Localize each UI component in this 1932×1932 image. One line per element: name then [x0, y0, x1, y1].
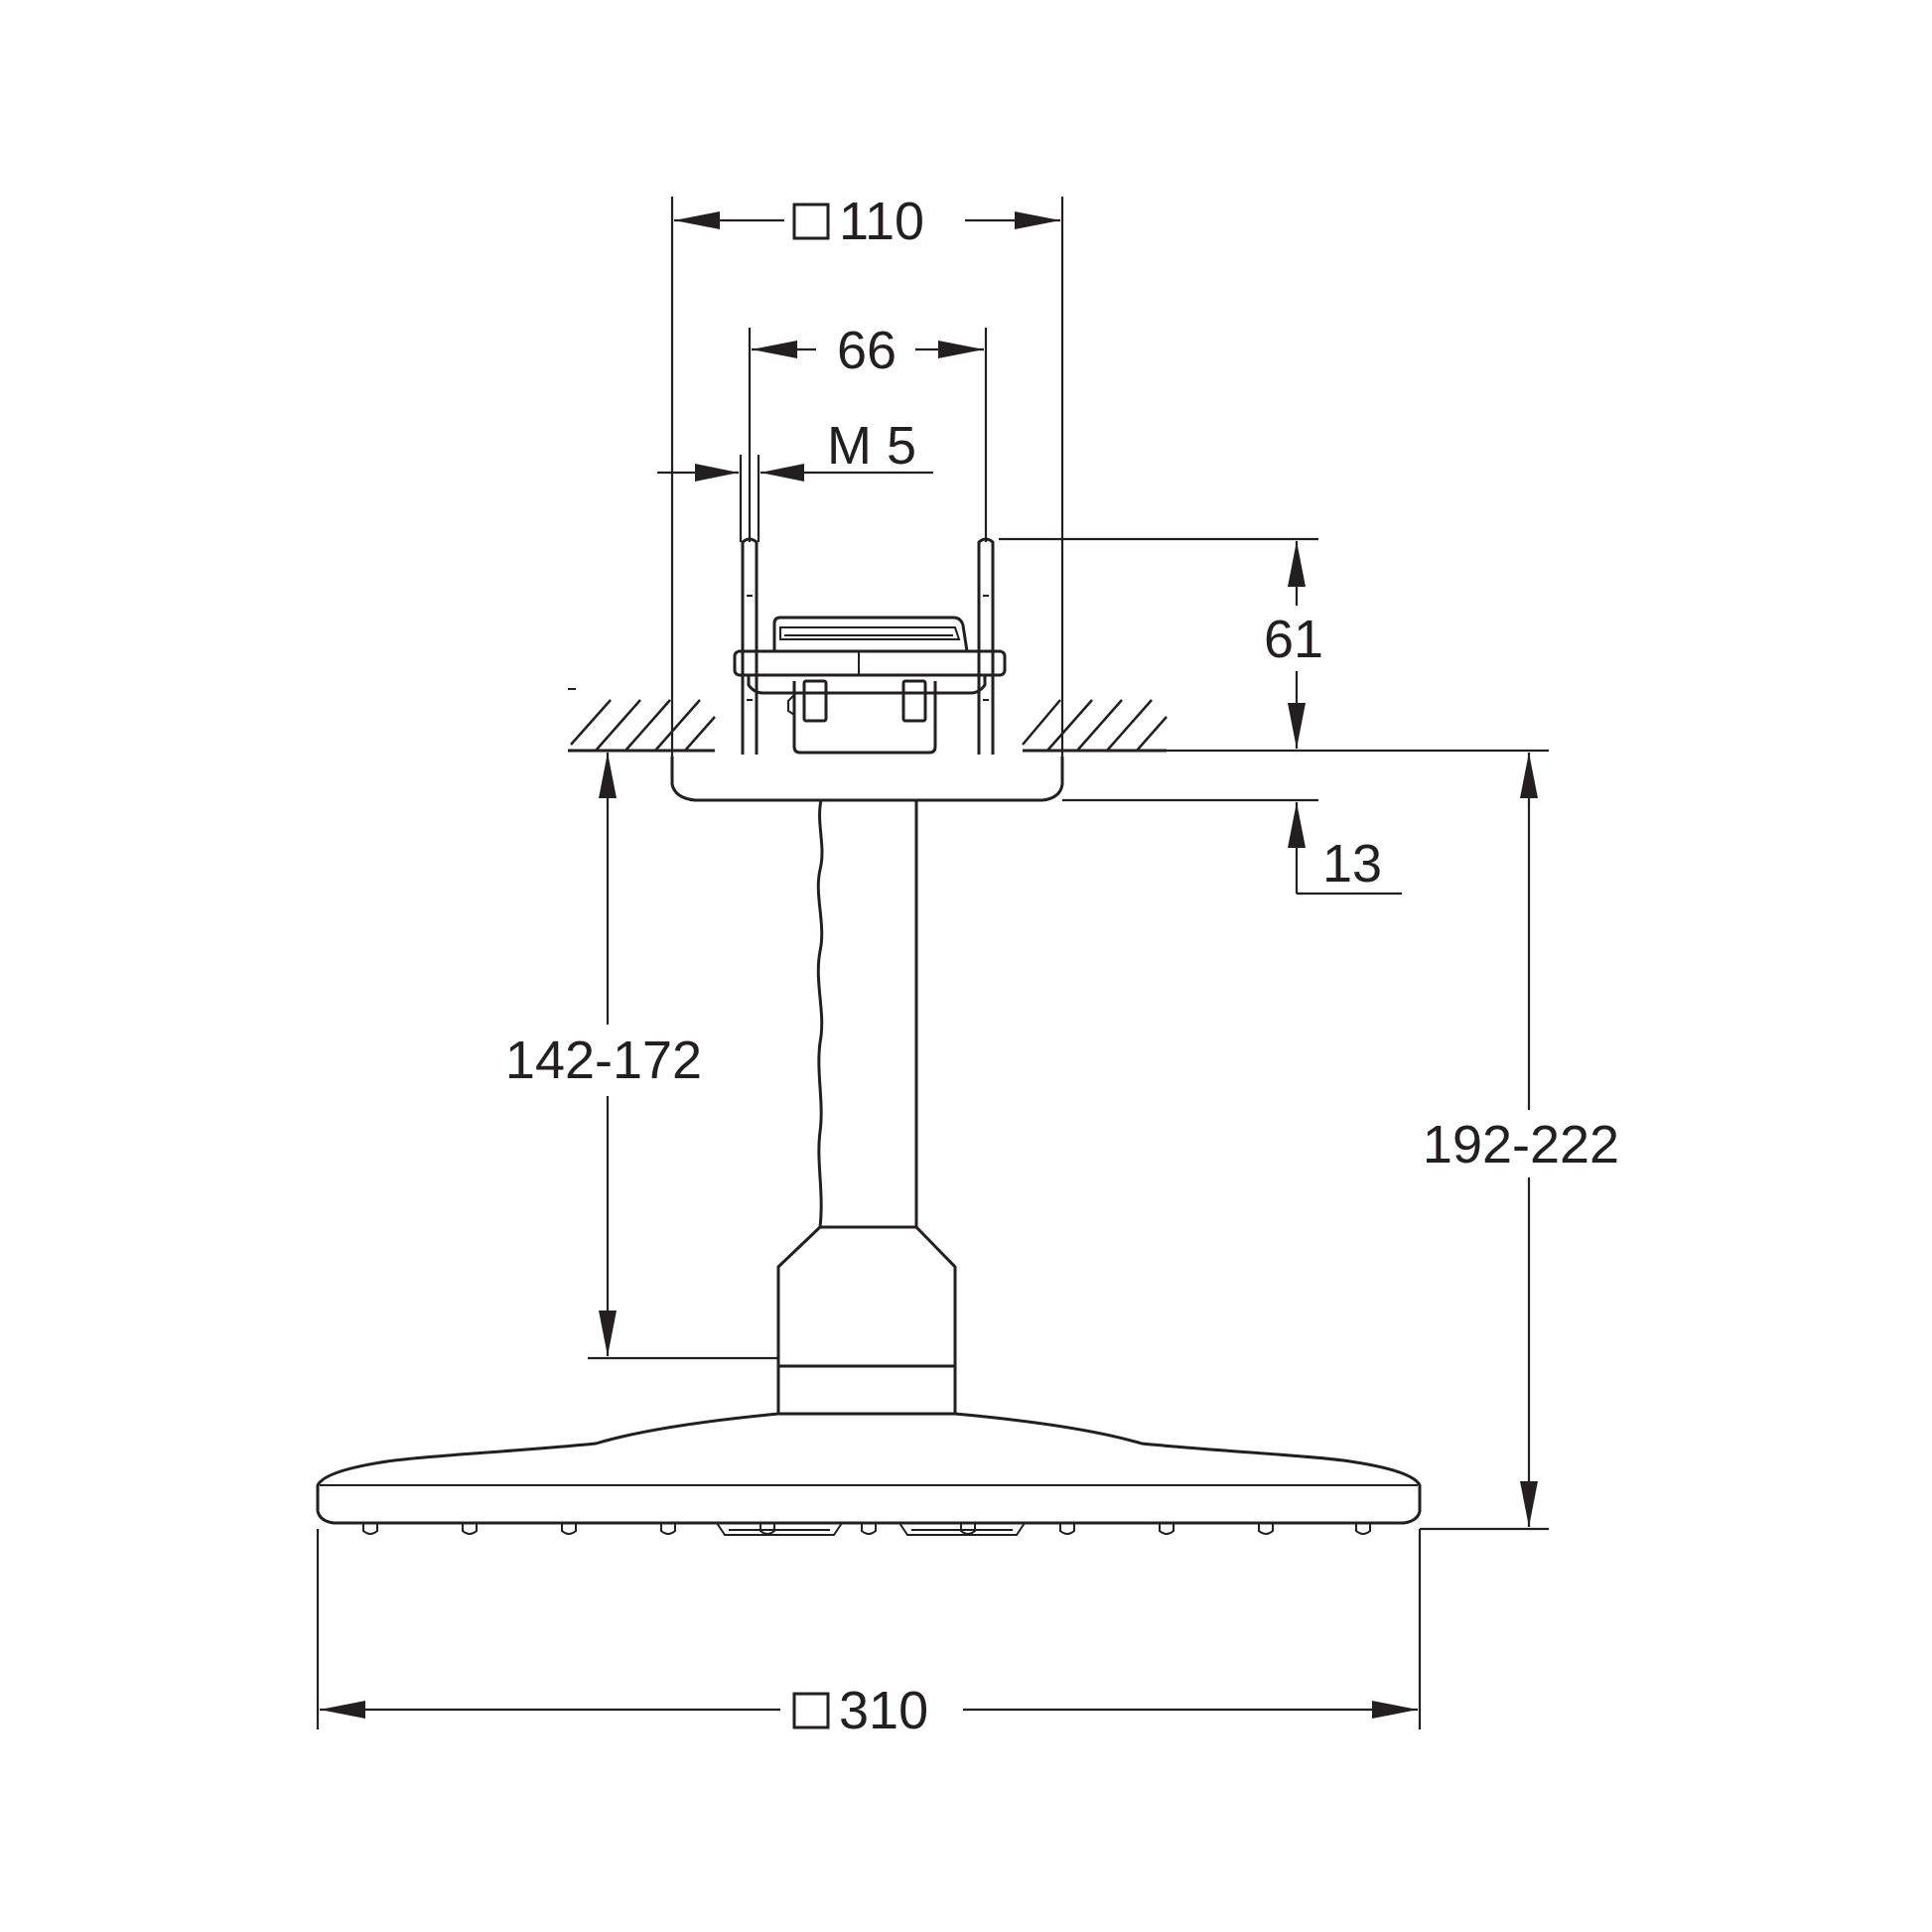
square-symbol-top	[792, 203, 830, 240]
ceiling-section-left	[568, 688, 716, 753]
dimension-13	[1062, 798, 1402, 896]
dimension-192-222	[1420, 753, 1549, 1531]
label-61: 61	[1264, 610, 1323, 669]
dimension-61	[999, 537, 1318, 749]
label-192-222: 192-222	[1423, 1115, 1619, 1174]
square-symbol-bottom	[792, 1692, 830, 1729]
label-310: 310	[839, 1681, 928, 1740]
mounting-box	[733, 616, 1007, 755]
dimension-142-172	[588, 753, 778, 1360]
label-13: 13	[1322, 834, 1382, 894]
dimension-66	[748, 328, 988, 542]
label-m5: M 5	[827, 416, 916, 476]
nozzle-row	[362, 1523, 1371, 1535]
label-142-172: 142-172	[505, 1031, 702, 1090]
shower-arm	[776, 799, 957, 1416]
spray-face	[716, 1522, 1026, 1536]
dimension-m5	[657, 455, 933, 542]
ceiling-flange	[670, 757, 1064, 802]
label-66: 66	[837, 321, 897, 380]
dimension-110	[670, 197, 1064, 757]
mounting-bolt-right	[977, 537, 995, 755]
ceiling-section-right	[1022, 699, 1168, 753]
dimension-310	[316, 1529, 1422, 1729]
label-110: 110	[839, 192, 924, 251]
shower-head	[316, 1412, 1422, 1536]
mounting-bolt-left	[741, 537, 759, 755]
